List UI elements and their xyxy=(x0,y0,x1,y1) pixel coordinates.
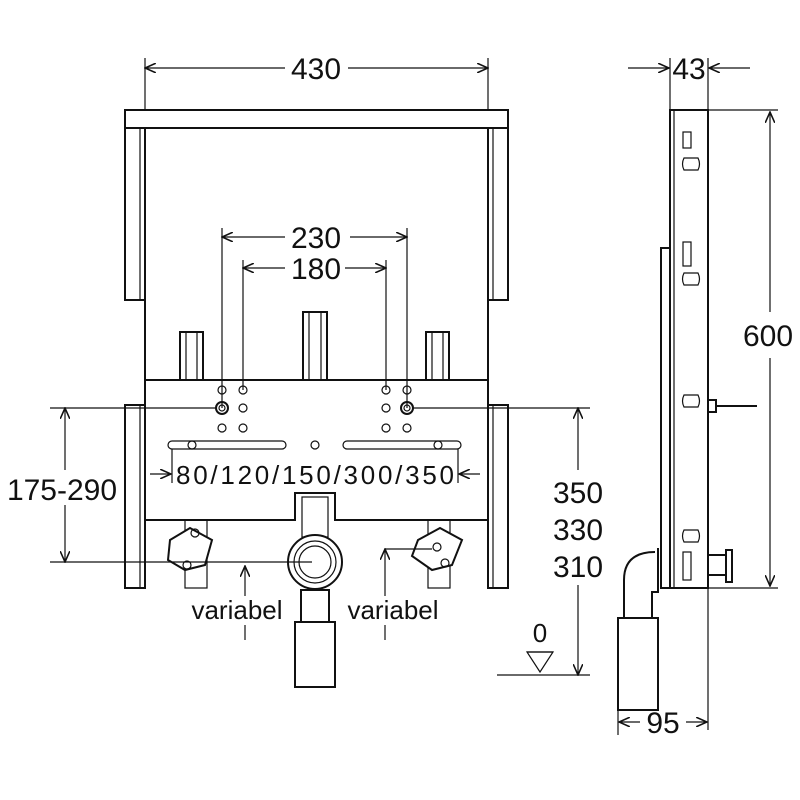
drain-outlet xyxy=(287,534,343,688)
dimension-lines-front xyxy=(50,58,590,675)
drain-height-1: 350 xyxy=(553,477,603,510)
crossbar-panel xyxy=(144,379,489,538)
variable-right-label: variabel xyxy=(347,595,438,625)
drain-height-2: 330 xyxy=(553,514,603,547)
overall-depth-label: 95 xyxy=(646,707,679,740)
height-range-label: 175-290 xyxy=(7,474,117,507)
front-frame xyxy=(124,109,509,589)
variable-left-label: variabel xyxy=(191,595,282,625)
dimension-lines-side xyxy=(617,58,778,735)
side-view xyxy=(617,109,757,711)
mounting-tubes xyxy=(179,311,450,381)
drain-height-3: 310 xyxy=(553,551,603,584)
spacing-inner-label: 180 xyxy=(291,253,341,286)
depth-label: 43 xyxy=(672,53,705,86)
water-connection-brackets xyxy=(166,519,464,589)
floor-level-label: 0 xyxy=(533,618,547,648)
height-label: 600 xyxy=(743,320,793,353)
adjustment-slots xyxy=(167,440,462,450)
width-dimension-label: 430 xyxy=(291,53,341,86)
spacing-outer-label: 230 xyxy=(291,222,341,255)
